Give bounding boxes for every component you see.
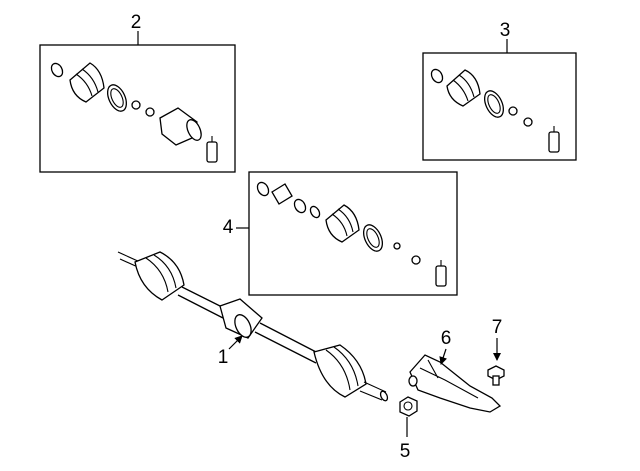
boot-2 xyxy=(69,62,105,103)
callout-5: 5 xyxy=(400,441,411,462)
boot-kit-box-2[interactable] xyxy=(39,44,236,173)
shaft-bracket[interactable] xyxy=(408,354,502,413)
boot-kit-box-3[interactable] xyxy=(422,52,577,161)
leader-6 xyxy=(439,348,448,365)
callout-2: 2 xyxy=(131,12,142,33)
callout-1: 1 xyxy=(218,347,229,368)
callout-7: 7 xyxy=(492,317,503,338)
boot-4 xyxy=(325,204,360,243)
callout-3: 3 xyxy=(500,20,511,41)
callout-4: 4 xyxy=(223,217,234,238)
leader-1 xyxy=(228,335,243,350)
joint-housing-2 xyxy=(159,107,202,146)
callout-6: 6 xyxy=(441,328,452,349)
bracket-bolt[interactable] xyxy=(487,365,505,386)
boot-3 xyxy=(446,69,481,107)
repair-kit-box-4[interactable] xyxy=(248,171,458,296)
axle-shaft-assembly[interactable] xyxy=(117,251,389,402)
hub-nut[interactable] xyxy=(399,396,418,417)
